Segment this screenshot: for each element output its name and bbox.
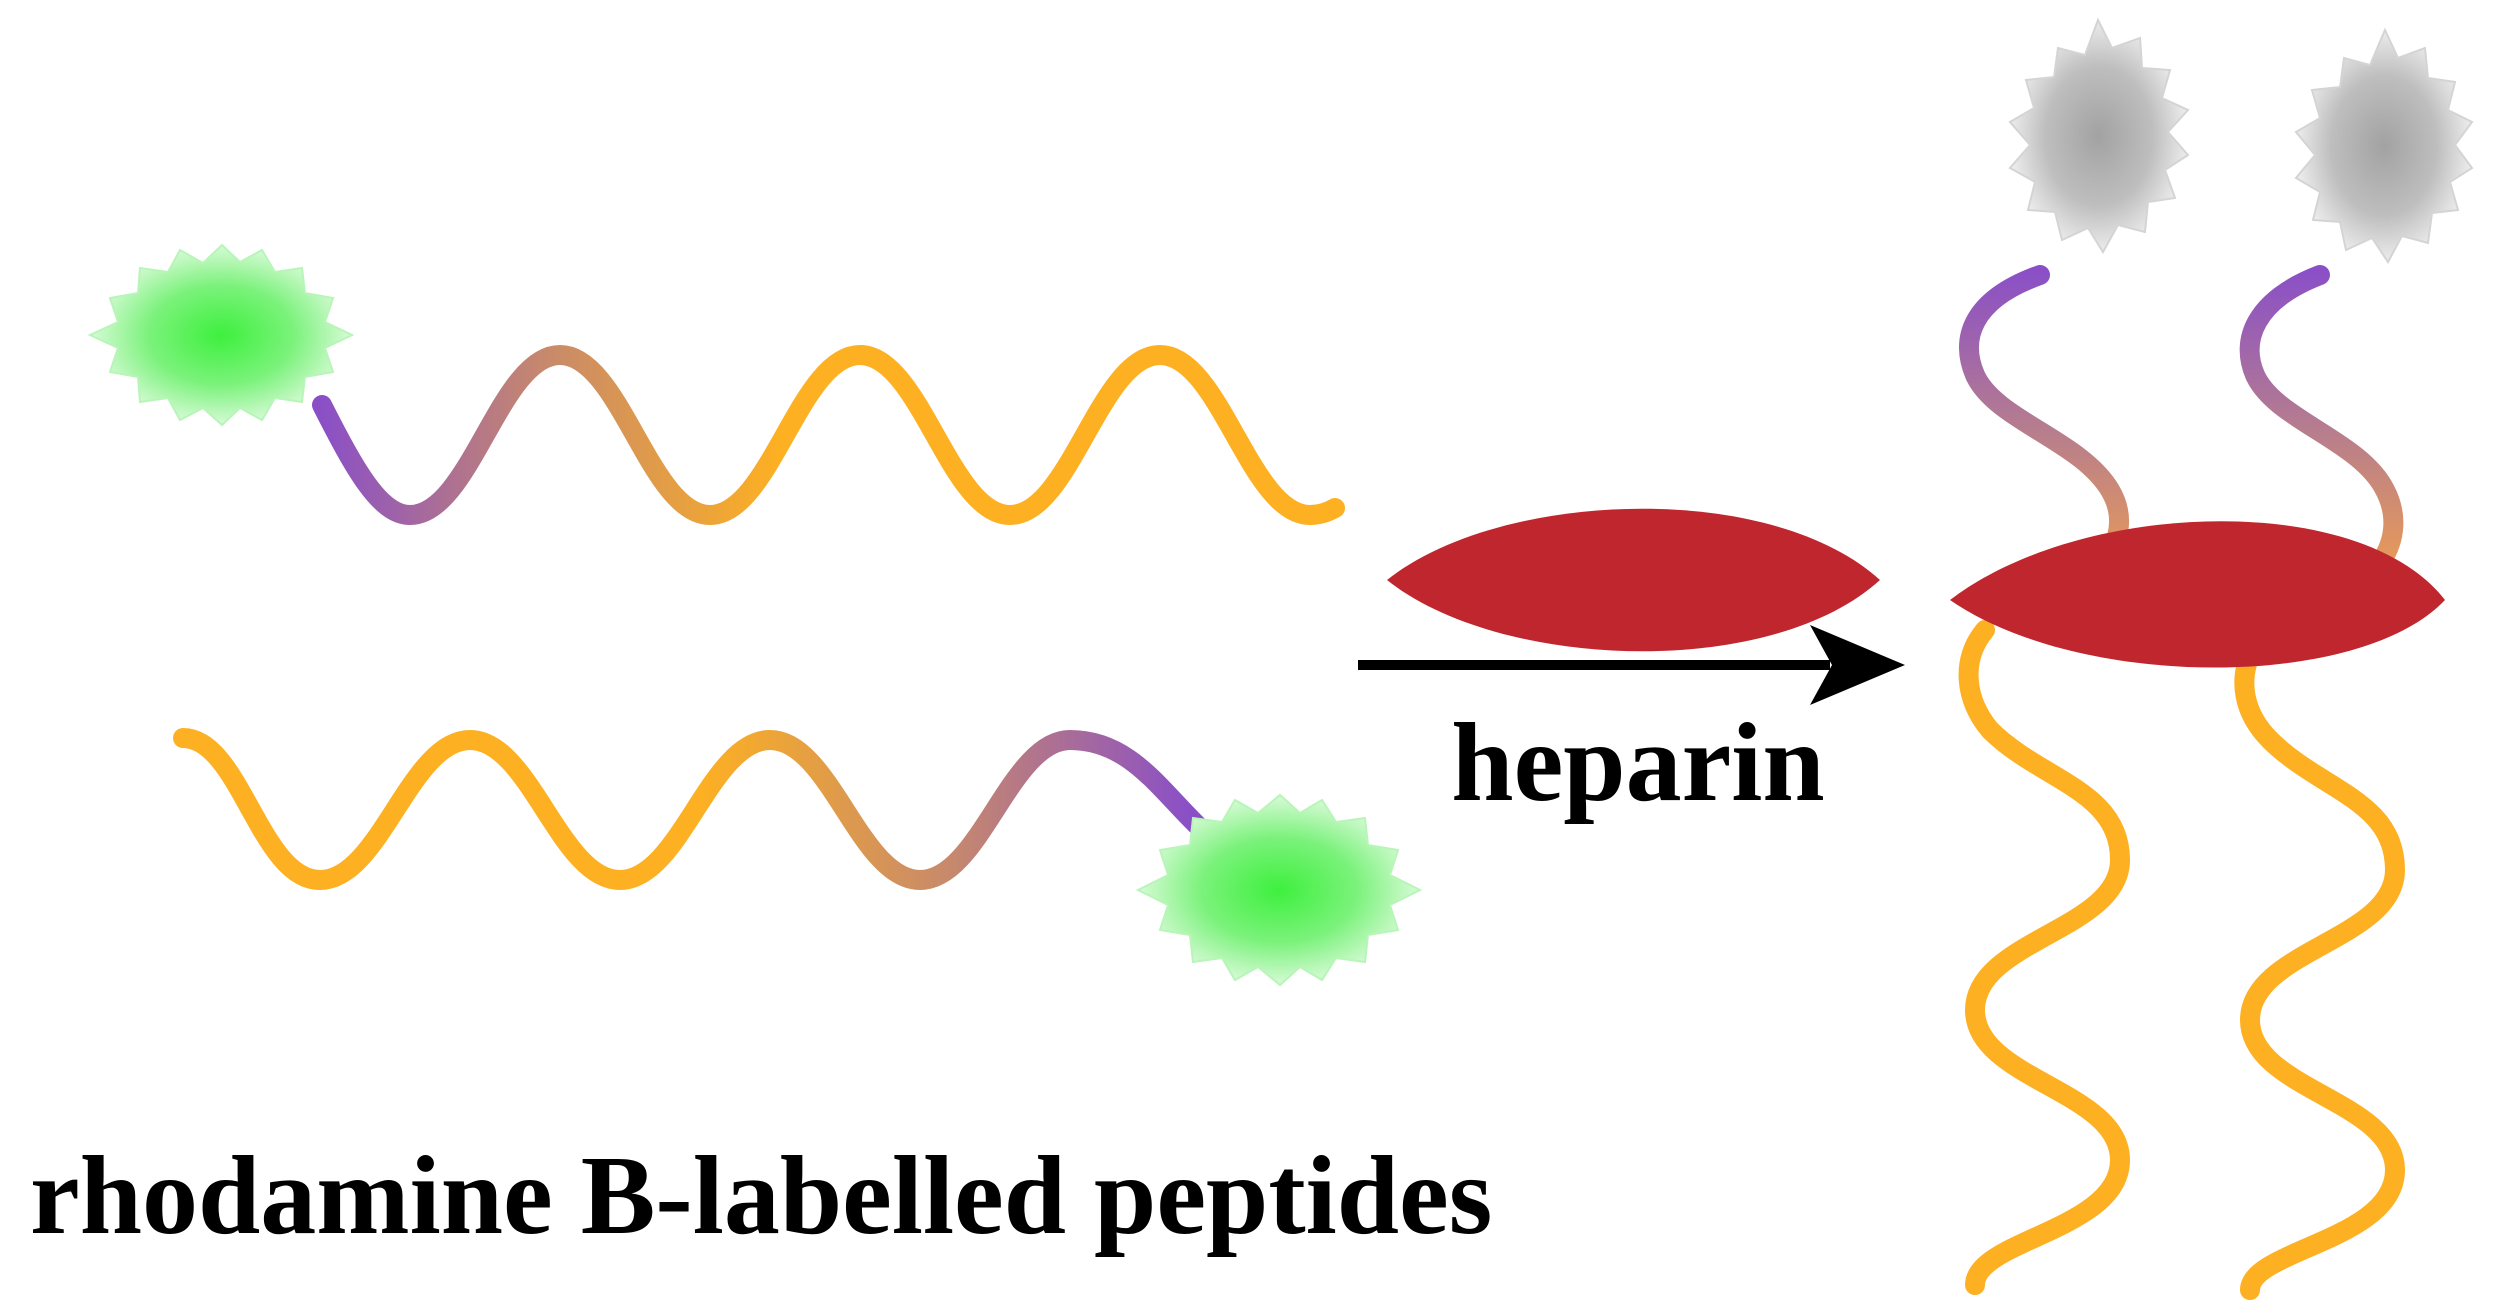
peptide-chain-bottom — [173, 728, 1210, 891]
fluorophore-active-bottom — [1135, 793, 1423, 987]
peptide-chain-bound-2-upper — [2239, 265, 2404, 570]
peptide-chain-bound-2-lower — [2234, 635, 2406, 1300]
heparin-molecule-bound — [1950, 521, 2445, 668]
peptide-chain-bound-1-upper — [1959, 265, 2130, 570]
fluorophore-quenched-1 — [2008, 17, 2190, 254]
fluorophore-quenched-2 — [2294, 27, 2474, 264]
fluorophore-active-top — [87, 243, 355, 427]
heparin-molecule — [1387, 508, 1880, 652]
peptide-chain-top — [312, 344, 1345, 526]
reaction-arrow-head — [1810, 625, 1905, 705]
peptide-chain-bound-1-lower — [1958, 620, 2131, 1295]
arrow-label: heparin — [1451, 701, 1824, 825]
diagram-caption: rhodamine B-labelled peptides — [30, 1134, 1492, 1258]
